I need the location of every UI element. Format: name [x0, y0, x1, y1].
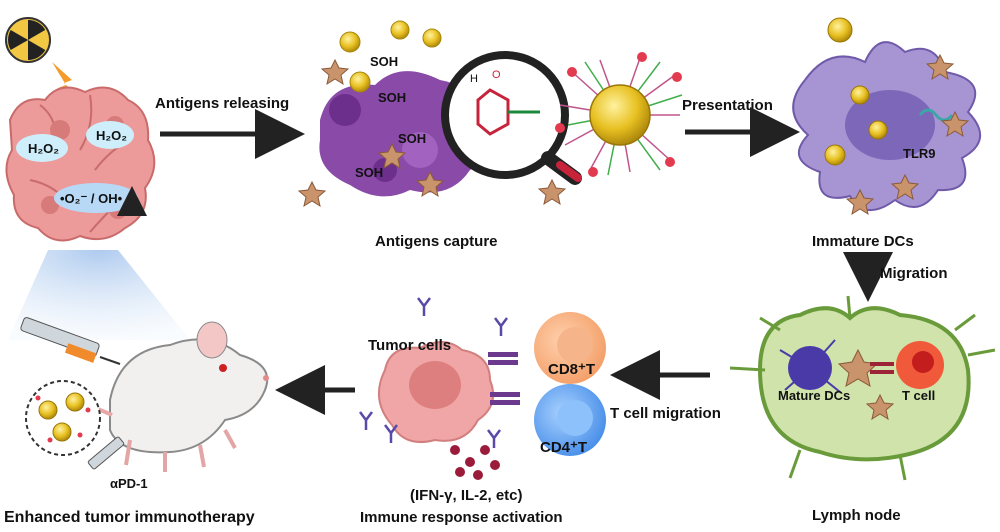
- svg-text:SOH: SOH: [378, 90, 406, 105]
- svg-text:SOH: SOH: [370, 54, 398, 69]
- tumor-cluster: [5, 86, 156, 242]
- svg-text:O: O: [492, 69, 501, 81]
- nanoparticles-small: [339, 20, 442, 93]
- h2o2-label-b: H₂O₂: [96, 128, 127, 143]
- antibody-icons: [359, 297, 508, 448]
- nanoparticle-large: [555, 52, 683, 177]
- radiation-icon: [5, 17, 51, 63]
- immature-dc: [792, 17, 982, 211]
- cytokine-dots: [450, 445, 500, 480]
- cd4-label: CD4⁺T: [540, 439, 587, 456]
- irradiation-beam: [8, 250, 190, 340]
- immune-activation-label: Immune response activation: [360, 509, 563, 526]
- cd4-cell: [534, 384, 606, 456]
- magnifier-icon: H O: [441, 51, 582, 185]
- apd1-label: αPD-1: [110, 476, 148, 491]
- presentation-label: Presentation: [682, 97, 773, 114]
- svg-text:SOH: SOH: [355, 165, 383, 180]
- lightning-icon: [52, 62, 86, 104]
- mouse-illustration: [48, 321, 269, 472]
- t-cell-migration-label: T cell migration: [610, 405, 721, 422]
- cytokines-label: (IFN-γ, IL-2, etc): [410, 487, 523, 504]
- migration-label: Migration: [880, 265, 948, 282]
- tumor-cells-label: Tumor cells: [368, 337, 451, 354]
- cd8-cell: [534, 312, 606, 384]
- t-cell-label-lymph: T cell: [902, 388, 935, 403]
- lymph-node: [729, 295, 996, 481]
- h2o2-label-a: H₂O₂: [28, 141, 59, 156]
- mature-dcs-label: Mature DCs: [778, 388, 850, 403]
- antigens-capture-label: Antigens capture: [375, 233, 498, 250]
- syringe-icon: [20, 317, 121, 365]
- cd8-label: CD8⁺T: [548, 361, 595, 378]
- antigen-stars: [297, 58, 567, 208]
- lymph-node-label: Lymph node: [812, 507, 901, 524]
- radicals-label: •O₂⁻ / OH•: [60, 191, 123, 206]
- antigens-releasing-label: Antigens releasing: [155, 95, 289, 112]
- tcr-complexes: [488, 352, 520, 405]
- svg-text:H: H: [470, 73, 478, 85]
- soh-labels: SOH SOH SOH SOH: [355, 54, 426, 180]
- tlr9-label: TLR9: [903, 146, 936, 161]
- immature-dcs-label: Immature DCs: [812, 233, 914, 250]
- zoom-circle: [25, 380, 101, 456]
- svg-text:SOH: SOH: [398, 131, 426, 146]
- enhanced-therapy-label: Enhanced tumor immunotherapy: [4, 509, 255, 526]
- apd1-syringe-icon: [87, 436, 125, 470]
- dc-stars: [845, 53, 970, 216]
